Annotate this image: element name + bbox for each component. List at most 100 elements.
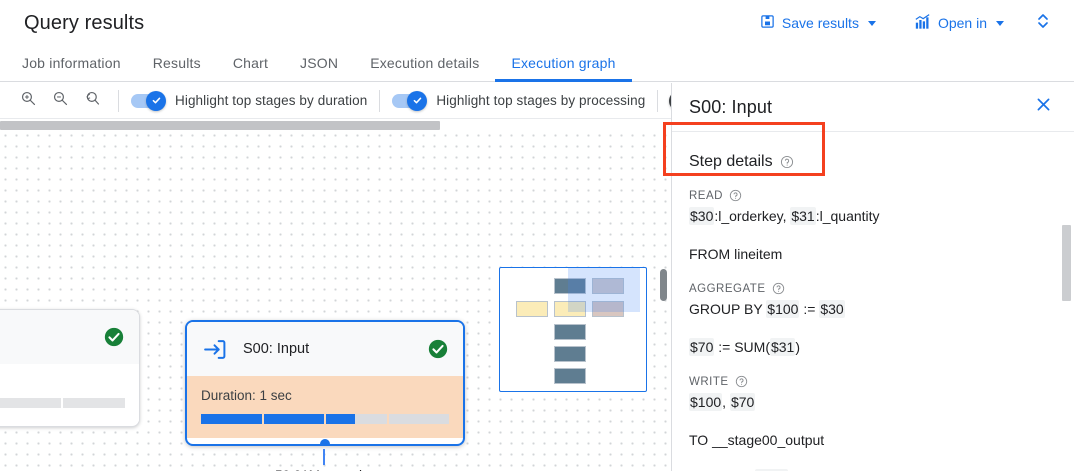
tab-results[interactable]: Results: [152, 55, 201, 71]
entry-value: GROUP BY $100 := $30: [689, 300, 845, 318]
minimap-node: [554, 346, 586, 362]
toggle-switch-on[interactable]: [131, 90, 166, 111]
minimap-node: [516, 301, 548, 317]
page-header: Query results Save results: [0, 0, 1074, 46]
toolbar-divider: [379, 89, 381, 112]
zoom-controls: [0, 87, 106, 115]
step-details-heading-label: Step details: [689, 153, 773, 170]
tab-chart[interactable]: Chart: [232, 55, 269, 71]
graph-node-partial-top-left[interactable]: [0, 309, 140, 427]
entry-label-text: WRITE: [689, 376, 729, 388]
zoom-in-icon: [20, 90, 37, 112]
chevron-down-icon: [996, 20, 1004, 26]
toggle-highlight-by-duration[interactable]: Highlight top stages by duration: [131, 90, 368, 111]
panel-content: Step details READ: [672, 153, 1074, 471]
minimap-node: [554, 324, 586, 340]
progress-segment: [0, 398, 61, 408]
progress-segment: [201, 414, 262, 424]
entry-label-text: AGGREGATE: [689, 283, 766, 295]
help-icon[interactable]: [780, 155, 794, 169]
save-results-label: Save results: [781, 15, 859, 31]
entry-label: READ: [689, 189, 1057, 203]
canvas-horizontal-scrollbar[interactable]: [0, 119, 671, 132]
success-check-icon: [427, 338, 449, 360]
toggle-knob: [407, 90, 428, 111]
zoom-in-button[interactable]: [14, 87, 42, 115]
success-check-icon: [103, 326, 125, 348]
panel-entry-sum: $70 := SUM($31): [689, 338, 801, 356]
entry-label: WRITE: [689, 375, 1057, 389]
help-icon[interactable]: [729, 189, 743, 203]
node-header: S00: Input: [187, 322, 463, 376]
canvas-vertical-scroll-thumb[interactable]: [660, 269, 667, 301]
tab-execution-graph[interactable]: Execution graph: [495, 55, 632, 82]
entry-label-text: READ: [689, 190, 723, 202]
toolbar-divider: [118, 89, 119, 112]
node-body: Duration: 1 sec: [187, 376, 463, 438]
minimap-node: [554, 368, 586, 384]
minimap-viewport[interactable]: [568, 268, 640, 312]
entry-label: AGGREGATE: [689, 282, 1057, 296]
node-body: [0, 364, 139, 422]
zoom-reset-button[interactable]: [78, 87, 106, 115]
zoom-out-button[interactable]: [46, 87, 74, 115]
header-actions: Save results Open in: [750, 6, 1060, 40]
node-title: S00: Input: [243, 341, 310, 357]
minimap-node: [592, 278, 624, 294]
zoom-out-icon: [52, 90, 69, 112]
help-icon[interactable]: [735, 375, 749, 389]
panel-vertical-scroll-thumb[interactable]: [1062, 225, 1071, 301]
entry-value: $100, $70: [689, 393, 756, 411]
minimap-node: [592, 301, 624, 317]
tab-job-information[interactable]: Job information: [22, 55, 121, 71]
canvas-horizontal-scroll-thumb[interactable]: [0, 121, 440, 130]
panel-header: S00: Input: [672, 83, 1074, 131]
panel-title: S00: Input: [689, 96, 773, 117]
save-results-button[interactable]: Save results: [750, 8, 886, 38]
progress-segment: [62, 398, 125, 408]
node-duration-label: Duration: 1 sec: [201, 388, 292, 403]
close-icon: [1035, 96, 1052, 118]
input-arrow-icon: [201, 336, 227, 362]
panel-entry-write: WRITE $100, $70: [689, 375, 1057, 413]
graph-minimap[interactable]: [499, 267, 647, 392]
toggle-switch-on[interactable]: [392, 90, 428, 111]
progress-segment: [263, 414, 324, 424]
open-in-button[interactable]: Open in: [904, 8, 1014, 39]
expand-collapse-icon: [1036, 12, 1050, 35]
toggle-label-processing: Highlight top stages by processing: [436, 93, 646, 108]
entry-value: $30:l_orderkey, $31:l_quantity: [689, 207, 880, 225]
save-icon: [760, 14, 775, 32]
node-progress-bar: [201, 414, 449, 424]
help-icon[interactable]: [772, 282, 786, 296]
graph-edge-label: 59.01M records: [275, 468, 369, 471]
toggle-highlight-by-processing[interactable]: Highlight top stages by processing: [392, 90, 646, 111]
panel-entry-from: FROM lineitem: [689, 246, 783, 262]
panel-entry-aggregate: AGGREGATE GROUP BY $100 := $30: [689, 282, 1057, 320]
chart-icon: [914, 13, 931, 33]
toggle-label-duration: Highlight top stages by duration: [175, 93, 368, 108]
node-output-port[interactable]: [320, 439, 330, 444]
step-details-heading: Step details: [689, 153, 1057, 171]
minimap-node: [554, 278, 586, 294]
tab-json[interactable]: JSON: [300, 55, 339, 71]
panel-entry-to: TO __stage00_output: [689, 432, 825, 448]
node-progress-bar: [0, 398, 125, 408]
panel-entry-read: READ $30:l_orderkey, $31:l_quantity: [689, 189, 1057, 227]
tab-bar: Job information Results Chart JSON Execu…: [0, 46, 1074, 82]
zoom-reset-icon: [84, 90, 101, 112]
step-details-panel: S00: Input Step details: [671, 83, 1074, 471]
close-button[interactable]: [1028, 92, 1058, 122]
toolbar-divider: [657, 89, 659, 112]
tab-execution-details[interactable]: Execution details: [370, 55, 480, 71]
chevron-down-icon: [867, 20, 876, 26]
execution-graph-canvas[interactable]: S00: Input Duration: 1 sec: [0, 119, 671, 471]
progress-segment: [388, 414, 449, 424]
graph-node-s00-input[interactable]: S00: Input Duration: 1 sec: [185, 320, 465, 446]
minimap-node: [554, 301, 586, 317]
expand-collapse-button[interactable]: [1026, 6, 1060, 40]
panel-divider: [672, 131, 1074, 132]
open-in-label: Open in: [937, 15, 987, 31]
graph-edge-s00-to-s01: [323, 449, 325, 465]
